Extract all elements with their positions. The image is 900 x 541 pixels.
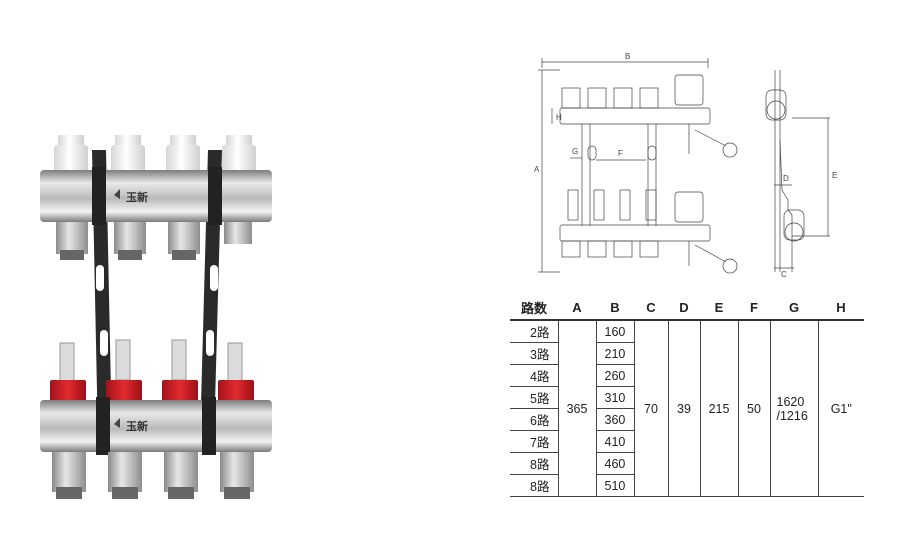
b-value: 310 bbox=[595, 386, 635, 409]
ways-cell: 5路 bbox=[510, 386, 558, 409]
f-value: 50 bbox=[737, 320, 771, 497]
table-row: 6路 360 bbox=[510, 408, 864, 431]
col-header-a: A bbox=[558, 295, 596, 321]
spec-table: 路数 A B C D E F G H 2路 365 160 70 39 215 … bbox=[510, 295, 864, 497]
svg-text:B: B bbox=[625, 52, 630, 61]
ways-cell: 7路 bbox=[510, 430, 558, 453]
svg-text:玉新: 玉新 bbox=[126, 419, 148, 433]
b-value: 210 bbox=[595, 342, 635, 365]
g-value-line2: /1216 bbox=[776, 408, 808, 423]
b-value: 510 bbox=[595, 474, 635, 497]
h-value: G1" bbox=[817, 320, 864, 497]
col-header-c: C bbox=[634, 295, 668, 321]
table-row: 5路 310 bbox=[510, 386, 864, 409]
svg-text:H: H bbox=[556, 113, 562, 122]
b-value: 460 bbox=[595, 452, 635, 475]
ways-cell: 6路 bbox=[510, 408, 558, 431]
col-header-ways: 路数 bbox=[510, 295, 558, 321]
table-row: 8路 510 bbox=[510, 474, 864, 497]
svg-text:A: A bbox=[534, 165, 540, 174]
col-header-g: G bbox=[770, 295, 818, 321]
bottom-outlets bbox=[52, 452, 254, 499]
logo-text: 玉新 bbox=[126, 190, 148, 204]
table-row: 2路 365 160 70 39 215 50 1620 /1216 G1" bbox=[510, 320, 864, 497]
g-value-line1: 1620 bbox=[776, 394, 805, 409]
svg-text:D: D bbox=[783, 174, 789, 183]
d-value: 39 bbox=[667, 320, 701, 497]
ways-cell: 2路 bbox=[510, 320, 558, 343]
svg-text:C: C bbox=[781, 270, 787, 279]
table-header-row: 路数 A B C D E F G H bbox=[510, 295, 864, 321]
b-value: 360 bbox=[595, 408, 635, 431]
b-value: 160 bbox=[595, 320, 635, 343]
manifold-photo: 玉新 玉新 bbox=[40, 135, 272, 499]
ways-cell: 8路 bbox=[510, 452, 558, 475]
ways-cell: 8路 bbox=[510, 474, 558, 497]
col-header-b: B bbox=[596, 295, 634, 321]
col-header-h: H bbox=[818, 295, 864, 321]
col-header-e: E bbox=[700, 295, 738, 321]
ways-cell: 3路 bbox=[510, 342, 558, 365]
ways-cell: 4路 bbox=[510, 364, 558, 387]
svg-text:G: G bbox=[572, 147, 578, 156]
g-value: 1620 /1216 bbox=[769, 320, 819, 497]
col-header-d: D bbox=[668, 295, 700, 321]
b-value: 260 bbox=[595, 364, 635, 387]
flow-meters bbox=[50, 339, 254, 402]
a-value: 365 bbox=[557, 320, 597, 497]
table-row: 4路 260 bbox=[510, 364, 864, 387]
top-outlets bbox=[56, 222, 252, 260]
c-value: 70 bbox=[633, 320, 669, 497]
dimension-drawing: B A H G F D E C bbox=[534, 52, 837, 279]
col-header-f: F bbox=[738, 295, 770, 321]
table-row: 7路 410 bbox=[510, 430, 864, 453]
b-value: 410 bbox=[595, 430, 635, 453]
supply-bar: 玉新 bbox=[40, 167, 272, 225]
table-row: 3路 210 bbox=[510, 342, 864, 365]
top-valve-caps bbox=[54, 135, 256, 173]
return-bar: 玉新 bbox=[40, 397, 272, 455]
e-value: 215 bbox=[699, 320, 739, 497]
table-row: 8路 460 bbox=[510, 452, 864, 475]
svg-text:F: F bbox=[618, 149, 623, 158]
svg-text:E: E bbox=[832, 171, 837, 180]
